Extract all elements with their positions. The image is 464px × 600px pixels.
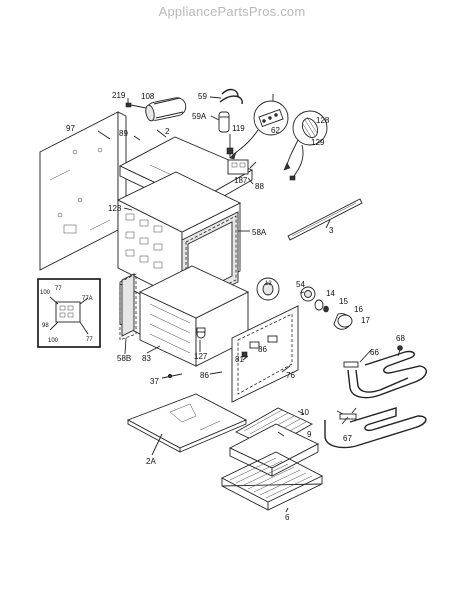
label-98: 98 bbox=[42, 323, 49, 329]
door-latch-assembly bbox=[226, 134, 257, 185]
label-15: 15 bbox=[339, 297, 348, 306]
label-59: 59 bbox=[198, 92, 207, 101]
label-2: 2 bbox=[165, 127, 170, 136]
label-100-bottom: 100 bbox=[48, 338, 59, 344]
label-66: 66 bbox=[370, 348, 379, 357]
label-77-bottom: 77 bbox=[86, 337, 93, 343]
label-127: 127 bbox=[194, 352, 208, 361]
label-86-left: 86 bbox=[200, 371, 209, 380]
label-77A: 77A bbox=[82, 296, 93, 302]
label-67: 67 bbox=[343, 434, 352, 443]
label-6: 6 bbox=[285, 513, 290, 522]
broil-pan-9 bbox=[228, 423, 320, 477]
label-81: 81 bbox=[235, 355, 244, 364]
label-83: 83 bbox=[142, 354, 151, 363]
label-2A: 2A bbox=[146, 457, 156, 466]
label-3: 3 bbox=[329, 226, 334, 235]
label-17: 17 bbox=[361, 316, 370, 325]
oven-rack-6 bbox=[220, 451, 324, 511]
label-100-top: 100 bbox=[40, 290, 51, 296]
cooling-fan-108 bbox=[125, 97, 187, 122]
light-assembly-parts bbox=[300, 286, 353, 330]
label-128: 128 bbox=[316, 116, 330, 125]
part-labels: 219 108 59 97 89 2 59A 119 62 128 129 18… bbox=[40, 91, 405, 522]
label-10: 10 bbox=[300, 408, 309, 417]
screw-37 bbox=[161, 373, 183, 379]
label-58B: 58B bbox=[117, 354, 131, 363]
broil-element-66 bbox=[343, 345, 427, 399]
vent-duct-59 bbox=[209, 88, 243, 133]
label-187: 187 bbox=[234, 176, 248, 185]
label-37: 37 bbox=[150, 377, 159, 386]
label-89: 89 bbox=[119, 129, 128, 138]
label-97: 97 bbox=[66, 124, 75, 133]
label-129: 129 bbox=[311, 138, 325, 147]
bake-element-67 bbox=[324, 407, 427, 449]
label-108: 108 bbox=[141, 92, 155, 101]
rear-panel-97 bbox=[39, 111, 127, 271]
label-16: 16 bbox=[354, 305, 363, 314]
label-12: 12 bbox=[265, 281, 272, 287]
label-76: 76 bbox=[286, 371, 295, 380]
label-59A: 59A bbox=[192, 112, 207, 121]
label-54: 54 bbox=[296, 280, 305, 289]
callout-12 bbox=[256, 277, 280, 301]
terminal-block-inset bbox=[37, 278, 101, 348]
trim-strip-3 bbox=[287, 198, 363, 241]
watermark: AppliancePartsPros.com bbox=[158, 4, 306, 19]
label-119: 119 bbox=[232, 124, 245, 133]
callout-128-129 bbox=[283, 110, 328, 181]
lower-oven-cavity bbox=[119, 265, 250, 367]
label-68: 68 bbox=[396, 334, 405, 343]
label-123: 123 bbox=[108, 204, 122, 213]
oven-door-76 bbox=[231, 305, 299, 403]
label-219: 219 bbox=[112, 91, 126, 100]
leader-lines bbox=[97, 129, 373, 513]
label-9: 9 bbox=[307, 430, 312, 439]
label-86-right: 86 bbox=[258, 345, 267, 354]
label-14: 14 bbox=[326, 289, 335, 298]
label-58A: 58A bbox=[252, 228, 267, 237]
label-62: 62 bbox=[271, 126, 280, 135]
bottom-panel-2A bbox=[126, 393, 248, 453]
callout-62 bbox=[229, 94, 289, 160]
label-88: 88 bbox=[255, 182, 264, 191]
label-77-top: 77 bbox=[55, 286, 62, 292]
